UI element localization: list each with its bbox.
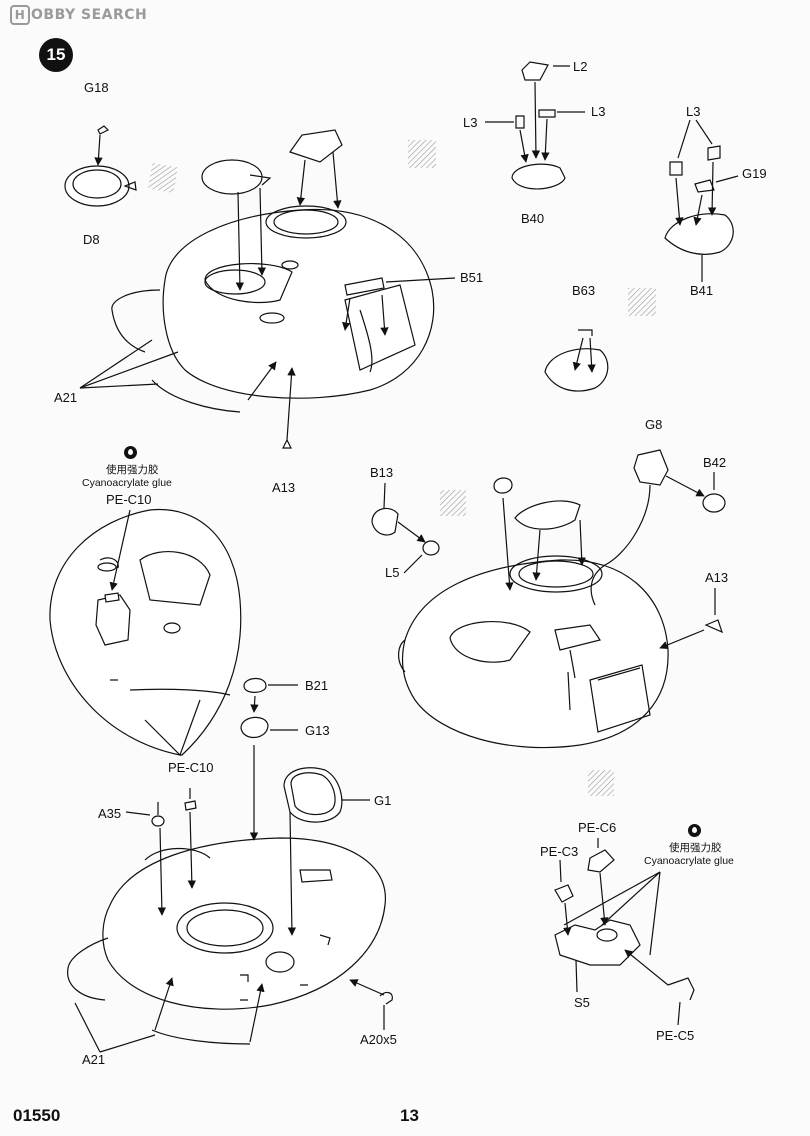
label-b63: B63 <box>572 283 596 298</box>
label-g8: G8 <box>645 417 663 432</box>
label-a13-right: A13 <box>705 570 729 585</box>
part-g13 <box>240 716 269 738</box>
part-b42 <box>702 493 726 513</box>
label-s5: S5 <box>574 995 590 1010</box>
part-a13-right <box>704 619 723 634</box>
label-l3-right: L3 <box>591 104 606 119</box>
part-l3-b41 <box>669 161 683 176</box>
label-a21-bottom: A21 <box>82 1052 106 1067</box>
part-b40 <box>511 163 566 190</box>
part-g19 <box>694 179 715 193</box>
part-g1 <box>283 767 343 823</box>
label-a13-top: A13 <box>272 480 296 495</box>
product-code: 01550 <box>13 1106 61 1125</box>
part-d8-cupola <box>64 165 137 207</box>
g8-leader <box>590 484 651 606</box>
label-l2: L2 <box>573 59 588 74</box>
part-b51 <box>344 277 385 296</box>
label-pe-c5: PE-C5 <box>656 1028 695 1043</box>
glue-icon-1 <box>124 446 137 459</box>
turret-top-left <box>162 205 435 399</box>
hatch-lid <box>201 159 272 195</box>
part-l5 <box>422 540 440 556</box>
handrail-bottom <box>151 379 241 413</box>
part-g18 <box>97 125 110 135</box>
part-a35 <box>151 802 165 827</box>
part-pe-c10-main <box>184 800 197 811</box>
label-l3-left: L3 <box>463 115 478 130</box>
part-pe-c5 <box>667 977 695 1001</box>
periscope-block <box>289 129 343 163</box>
label-g19: G19 <box>742 166 767 181</box>
glue-icon-2 <box>688 824 701 837</box>
turret-bottom-left <box>102 837 386 1010</box>
page-number: 13 <box>400 1106 419 1125</box>
label-a20x5: A20x5 <box>360 1032 397 1047</box>
label-pe-c3: PE-C3 <box>540 844 579 859</box>
label-d8: D8 <box>83 232 100 247</box>
label-g18: G18 <box>84 80 109 95</box>
part-a13-top <box>282 438 292 449</box>
label-b40: B40 <box>521 211 545 226</box>
inset-detail-circle <box>49 508 242 757</box>
label-l5: L5 <box>385 565 400 580</box>
part-s5 <box>554 919 641 966</box>
b63-handle <box>578 329 593 336</box>
glue-note-2-en: Cyanoacrylate glue <box>644 855 734 867</box>
part-pe-c3 <box>554 884 574 903</box>
glue-note-1-en: Cyanoacrylate glue <box>82 477 172 489</box>
label-a35: A35 <box>98 806 122 821</box>
step-number-badge: 15 <box>39 38 73 72</box>
watermark-text: OBBY SEARCH <box>31 7 148 23</box>
glue-note-1-cn: 使用强力胶 <box>106 464 159 476</box>
label-pe-c10-inset: PE-C10 <box>106 492 152 507</box>
label-pe-c6: PE-C6 <box>578 820 617 835</box>
part-pe-c10-inset <box>104 592 120 603</box>
label-b42: B42 <box>703 455 727 470</box>
label-b41: B41 <box>690 283 714 298</box>
part-l3-left <box>515 115 525 129</box>
part-b41 <box>664 213 734 255</box>
part-b13 <box>371 507 399 536</box>
handrail-left-bottom <box>67 937 109 1001</box>
part-pe-c6 <box>587 849 615 873</box>
watermark-logo: H <box>10 5 30 25</box>
label-b51: B51 <box>460 270 484 285</box>
part-b63 <box>544 348 609 392</box>
label-pe-c10-main: PE-C10 <box>168 760 214 775</box>
part-b21 <box>243 677 267 693</box>
turret-middle-right <box>398 555 669 749</box>
label-b21: B21 <box>305 678 329 693</box>
handrail-left <box>111 289 161 353</box>
label-b13: B13 <box>370 465 394 480</box>
glue-note-2-cn: 使用强力胶 <box>669 842 722 854</box>
label-a21-top: A21 <box>54 390 78 405</box>
part-l2 <box>521 61 549 81</box>
part-l3-right <box>538 109 556 118</box>
part-g8 <box>633 449 669 486</box>
label-g1: G1 <box>374 793 392 808</box>
handrail-bottom-2 <box>151 1029 251 1045</box>
label-g13: G13 <box>305 723 330 738</box>
hatch-lid-2 <box>514 500 581 530</box>
label-l3-b41: L3 <box>686 104 701 119</box>
